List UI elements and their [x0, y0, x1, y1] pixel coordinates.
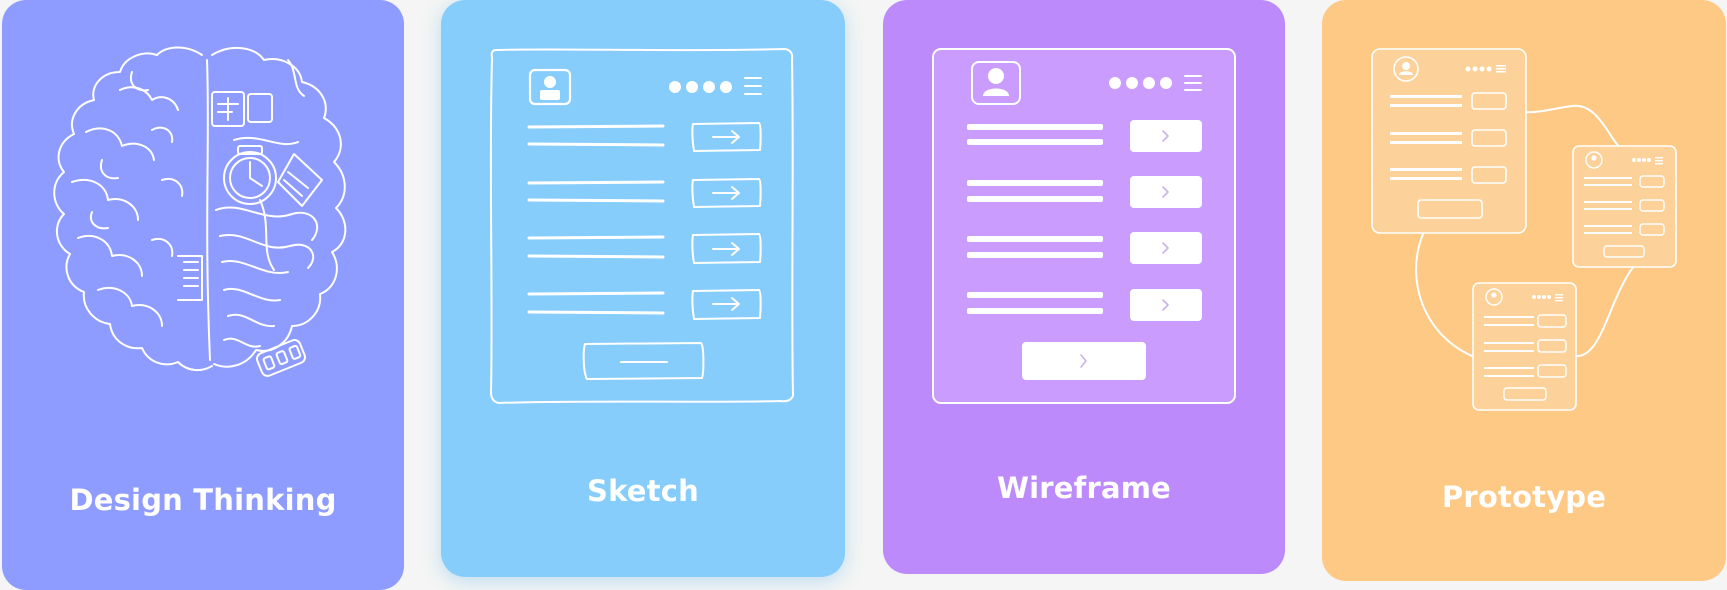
- wireframe-mockup-icon: [883, 0, 1285, 574]
- sketch-mockup-icon: [441, 0, 845, 577]
- card-prototype[interactable]: Prototype: [1322, 0, 1726, 581]
- prototype-flow-icon: [1322, 0, 1726, 581]
- card-title: Prototype: [1441, 480, 1607, 514]
- card-wireframe[interactable]: Wireframe: [883, 0, 1285, 574]
- brain-icon: [2, 0, 404, 590]
- card-design-thinking[interactable]: Design Thinking: [2, 0, 404, 590]
- card-title: Sketch: [587, 474, 699, 508]
- card-title: Design Thinking: [69, 483, 337, 517]
- card-title: Wireframe: [996, 471, 1172, 505]
- card-sketch[interactable]: Sketch: [441, 0, 845, 577]
